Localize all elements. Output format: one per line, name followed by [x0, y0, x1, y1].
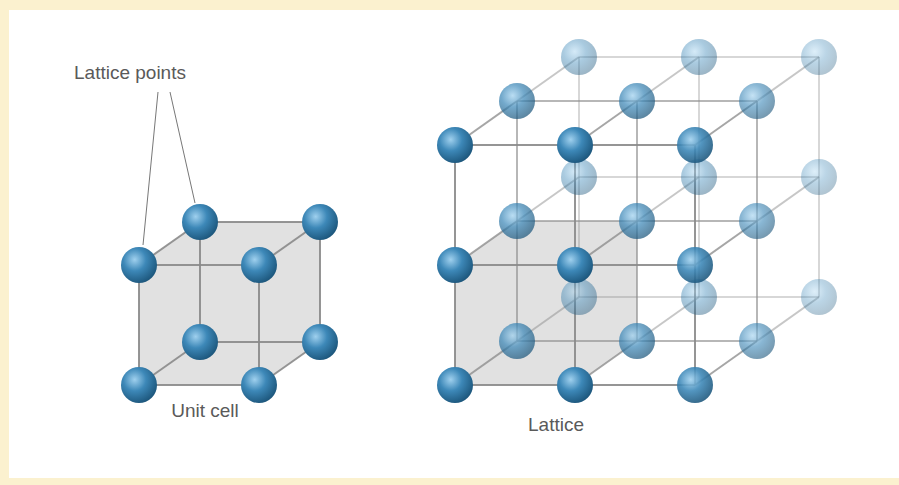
leader-line	[170, 92, 195, 203]
lattice-point	[561, 279, 597, 315]
cell-face	[139, 342, 320, 385]
lattice-point	[619, 323, 655, 359]
figure-caption: Lattice	[528, 414, 584, 437]
lattice-point	[801, 39, 837, 75]
leader-line	[143, 92, 158, 245]
lattice-point	[557, 247, 593, 283]
lattice-point	[499, 323, 535, 359]
lattice-point	[561, 159, 597, 195]
lattice-point	[681, 39, 717, 75]
highlighted-cell	[455, 221, 637, 385]
lattice-point	[739, 83, 775, 119]
lattice-point	[677, 247, 713, 283]
lattice-point	[739, 203, 775, 239]
lattice-point	[677, 127, 713, 163]
lattice-point	[619, 83, 655, 119]
lattice-point	[241, 247, 277, 283]
lattice-point	[557, 127, 593, 163]
cell-face	[517, 221, 637, 341]
lattice-figure	[437, 39, 837, 403]
lattice-point	[182, 204, 218, 240]
lattice-point	[121, 367, 157, 403]
figure-caption: Unit cell	[171, 400, 239, 423]
lattice-point	[557, 367, 593, 403]
lattice-point	[121, 247, 157, 283]
lattice-point	[561, 39, 597, 75]
cell-face	[455, 341, 637, 385]
lattice-point	[801, 279, 837, 315]
lattice-point	[437, 247, 473, 283]
lattice-point	[801, 159, 837, 195]
lattice-point	[681, 279, 717, 315]
lattice-point	[302, 324, 338, 360]
callout-label: Lattice points	[74, 62, 186, 85]
unit-cell-figure	[121, 204, 338, 403]
lattice-point	[182, 324, 218, 360]
lattice-point	[302, 204, 338, 240]
lattice-point	[437, 367, 473, 403]
lattice-point	[739, 323, 775, 359]
lattice-point	[499, 83, 535, 119]
lattice-point	[241, 367, 277, 403]
lattice-point	[619, 203, 655, 239]
lattice-point	[681, 159, 717, 195]
lattice-point	[677, 367, 713, 403]
lattice-point	[499, 203, 535, 239]
lattice-point	[437, 127, 473, 163]
